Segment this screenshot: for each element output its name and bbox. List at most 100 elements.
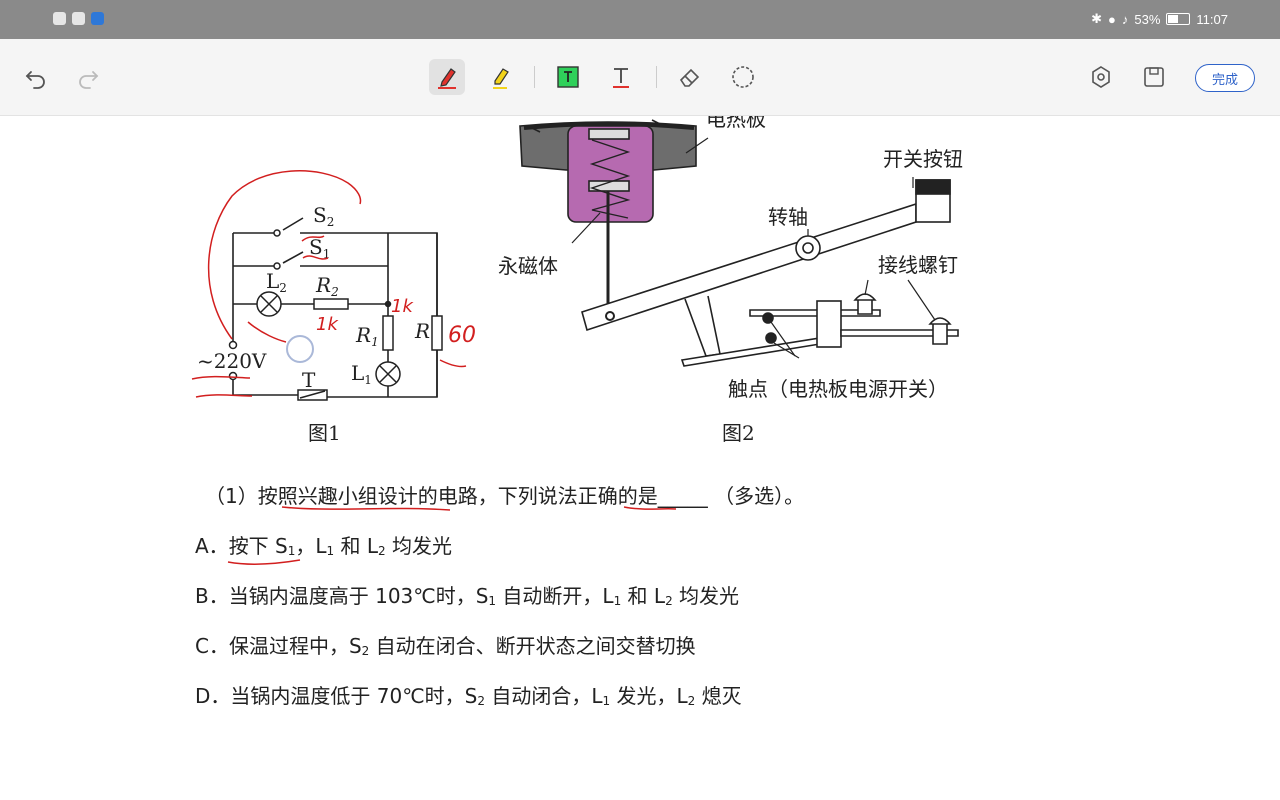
text-icon: [613, 68, 629, 88]
annotation-toolbar: 完成: [0, 39, 1280, 116]
textbox-tool-button[interactable]: [550, 59, 586, 95]
note-r: 60: [448, 323, 476, 348]
text-tool-button[interactable]: [603, 59, 639, 95]
pen-icon: [438, 68, 456, 89]
option-text: 自动闭合，L: [485, 684, 603, 708]
battery-icon: [1166, 13, 1191, 25]
answer-blank[interactable]: _____: [657, 484, 708, 508]
label-contact: 触点（电热板电源开关）: [728, 377, 948, 401]
redo-button[interactable]: [70, 59, 106, 95]
label-l2: L2: [266, 269, 287, 295]
label-switch-button: 开关按钮: [883, 147, 963, 171]
option-subscript: 2: [665, 594, 673, 608]
underline-stroke: [281, 506, 451, 511]
battery-percent: 53%: [1134, 11, 1161, 27]
underline-stroke: [623, 506, 677, 510]
option-text: 当锅内温度低于 70℃时，S: [230, 684, 478, 708]
option-text: 和 L: [334, 534, 379, 558]
toolbar-divider: [534, 66, 535, 88]
undo-icon: [25, 71, 45, 89]
option-text: 保温过程中，S: [228, 634, 362, 658]
label-l1: L1: [351, 361, 372, 387]
option-text: 自动断开，L: [496, 584, 614, 608]
label-screw: 接线螺钉: [878, 253, 958, 277]
option-letter: B．: [195, 584, 229, 608]
bulb-icon: [91, 12, 104, 25]
highlighter-icon: [493, 68, 509, 89]
option-d[interactable]: D．当锅内温度低于 70℃时，S2 自动闭合，L1 发光，L2 熄灭: [195, 680, 742, 709]
label-t: T: [302, 368, 316, 392]
eraser-icon: [679, 68, 700, 87]
figure1-caption: 图1: [308, 421, 341, 445]
option-text: ，L: [295, 534, 327, 558]
figure-area: S2 S1 L2 R2 R1 R L1 ~220V T 图1 1k 1k 60: [191, 116, 963, 445]
option-subscript: 1: [287, 544, 296, 558]
option-text: 熄灭: [695, 684, 742, 708]
option-subscript: 2: [477, 694, 486, 708]
mic-icon: ●: [1108, 11, 1116, 27]
lasso-icon: [732, 66, 754, 88]
label-voltage: ~220V: [197, 349, 267, 373]
clock: 11:07: [1196, 11, 1228, 27]
option-a[interactable]: A．按下 S1，L1 和 L2 均发光: [195, 530, 452, 559]
lasso-tool-button[interactable]: [725, 59, 761, 95]
option-subscript: 2: [378, 544, 386, 558]
label-magnet: 永磁体: [498, 254, 558, 278]
save-button[interactable]: [1136, 59, 1172, 95]
done-button[interactable]: 完成: [1195, 64, 1255, 92]
option-subscript: 1: [613, 594, 622, 608]
bluetooth-icon: ✱: [1091, 11, 1103, 26]
note-r2: 1k: [316, 314, 339, 335]
option-subscript: 1: [602, 694, 611, 708]
circuit-labels: S2 S1 L2 R2 R1 R L1 ~220V T: [197, 203, 430, 392]
toolbar-divider: [656, 66, 657, 88]
option-b[interactable]: B．当锅内温度高于 103℃时，S1 自动断开，L1 和 L2 均发光: [195, 580, 739, 609]
label-s2: S2: [313, 203, 334, 229]
option-letter: C．: [195, 634, 229, 658]
option-letter: D．: [195, 684, 231, 708]
option-subscript: 1: [326, 544, 335, 558]
option-text: 发光，L: [610, 684, 688, 708]
option-text: 和 L: [621, 584, 666, 608]
option-text: 自动在闭合、断开状态之间交替切换: [369, 634, 696, 658]
touch-pointer-icon: [286, 335, 314, 363]
note-r1: 1k: [391, 296, 414, 317]
video-icon: [53, 12, 66, 25]
option-text: 按下 S: [228, 534, 288, 558]
mechanism-labels: 电热板 开关按钮 转轴 永磁体 接线螺钉 触点（电热板电源开关）: [498, 116, 963, 401]
text-box-icon: [557, 66, 579, 88]
figure2-caption: 图2: [722, 421, 755, 445]
option-subscript: 2: [687, 694, 696, 708]
settings-button[interactable]: [1083, 59, 1119, 95]
underline-stroke: [227, 559, 301, 565]
label-r: R: [414, 319, 430, 343]
settings-icon: [1092, 66, 1110, 88]
pen-tool-button[interactable]: [429, 59, 465, 95]
stem-prefix: （1）按照兴趣小组设计的电路，下列说法正确的是: [205, 484, 658, 508]
handwritten-annotations: [191, 170, 467, 398]
label-heating-plate: 电热板: [706, 116, 766, 131]
option-subscript: 2: [361, 644, 370, 658]
circuit-components: [228, 229, 443, 401]
label-r1: R1: [355, 323, 379, 349]
highlighter-tool-button[interactable]: [482, 59, 518, 95]
option-text: 均发光: [385, 534, 453, 558]
option-c[interactable]: C．保温过程中，S2 自动在闭合、断开状态之间交替切换: [195, 630, 696, 659]
question-stem: （1）按照兴趣小组设计的电路，下列说法正确的是_____ （多选）。: [205, 480, 804, 509]
stem-suffix: （多选）。: [714, 484, 805, 508]
app-icon: [72, 12, 85, 25]
status-bar: ✱ ● ♪ 53% 11:07: [0, 0, 1280, 39]
option-text: 当锅内温度高于 103℃时，S: [228, 584, 489, 608]
mechanism-diagram: [519, 119, 959, 367]
label-shaft: 转轴: [768, 205, 808, 229]
save-icon: [1144, 67, 1164, 87]
undo-button[interactable]: [18, 59, 54, 95]
label-r2: R2: [315, 273, 339, 299]
notification-icons: [53, 12, 104, 25]
handwritten-notes: 1k 1k 60: [316, 296, 476, 348]
option-text: 均发光: [672, 584, 740, 608]
eraser-tool-button[interactable]: [672, 59, 708, 95]
mute-bell-icon: ♪: [1121, 11, 1129, 27]
mechanism-leaders: [571, 137, 936, 359]
